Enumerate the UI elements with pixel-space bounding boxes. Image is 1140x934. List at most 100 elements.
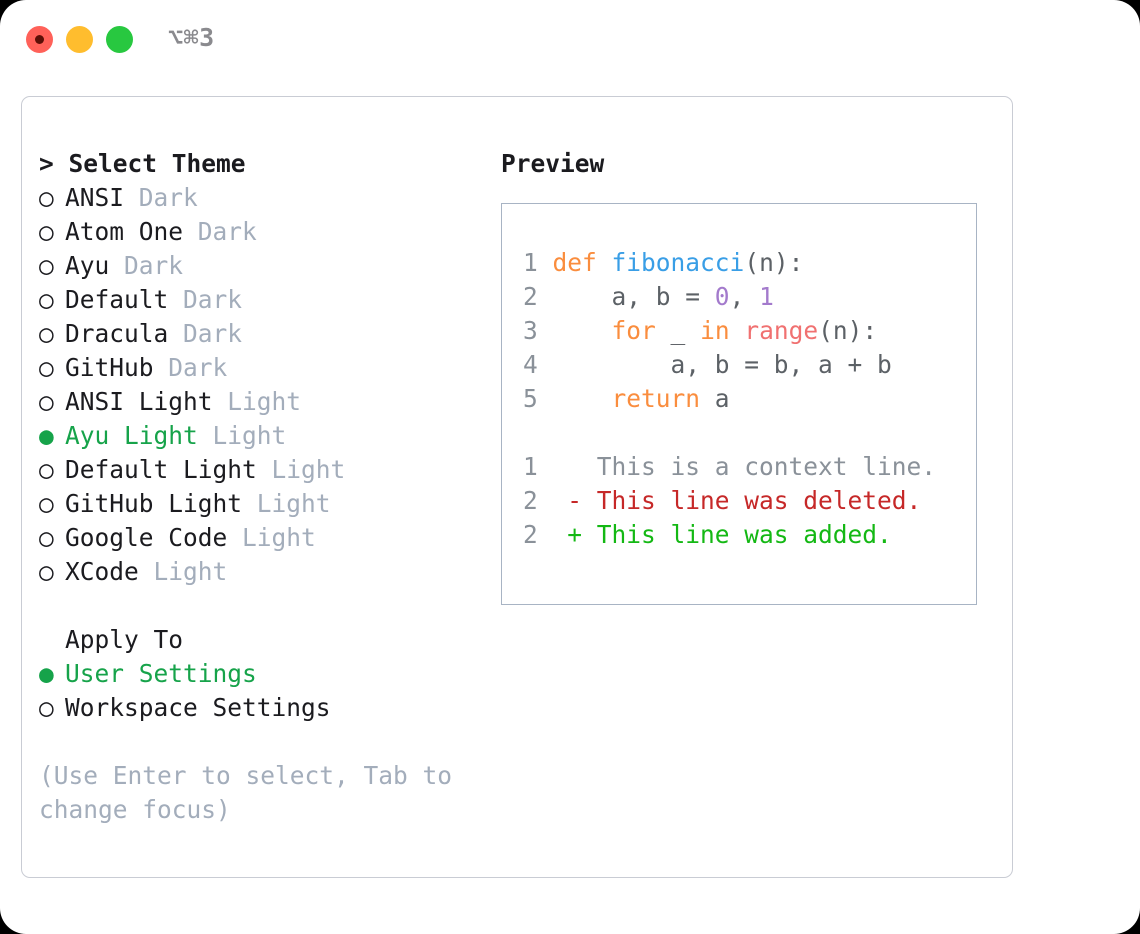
code-token: a, b =: [552, 282, 715, 311]
keyboard-shortcut-label: ⌥⌘3: [168, 23, 215, 52]
title-bar: ⌥⌘3: [0, 0, 1140, 78]
theme-variant-tag: Light: [197, 421, 287, 450]
code-token: [553, 384, 612, 413]
theme-variant-tag: Light: [242, 489, 331, 518]
theme-name: ANSI Light: [65, 387, 213, 416]
line-number: 5: [523, 384, 553, 413]
code-token: a: [700, 384, 730, 413]
apply-to-header: Apply To: [65, 625, 184, 654]
theme-item[interactable]: ○XCode Light: [39, 555, 489, 589]
theme-variant-tag: Light: [256, 455, 346, 484]
code-line: 2 a, b = 0, 1: [523, 280, 963, 314]
radio-unselected-icon: ○: [39, 455, 54, 484]
radio-unselected-icon: ○: [39, 285, 54, 314]
line-number: 3: [523, 316, 553, 345]
code-token: _: [655, 316, 701, 345]
theme-variant-tag: Light: [212, 387, 302, 416]
radio-unselected-icon: ○: [39, 523, 54, 552]
diff-line: 1 This is a context line.: [523, 450, 963, 484]
theme-variant-tag: Dark: [168, 285, 243, 314]
code-token: [553, 316, 612, 345]
theme-item[interactable]: ○ ANSI Dark: [39, 181, 489, 215]
code-token: ,: [729, 282, 760, 311]
theme-item[interactable]: ○Google Code Light: [39, 521, 489, 555]
theme-selector-panel: > Select Theme ○ANSI Dark○Atom One Dark○…: [39, 147, 489, 827]
code-token: 1: [759, 282, 774, 311]
radio-unselected-icon: ○: [39, 557, 54, 586]
close-button[interactable]: [26, 26, 53, 53]
code-token: a, b = b, a + b: [552, 350, 892, 379]
theme-item[interactable]: ○ Dracula Dark: [39, 317, 489, 351]
theme-name: Default Light: [65, 455, 257, 484]
theme-item[interactable]: ● Ayu Light Light: [39, 419, 489, 453]
theme-name: GitHub Light: [65, 489, 243, 518]
theme-item[interactable]: ○ Default Dark: [39, 283, 489, 317]
code-token: return: [611, 384, 701, 413]
theme-name: Atom One: [65, 217, 184, 246]
maximize-button[interactable]: [106, 26, 133, 53]
code-token: def: [552, 248, 597, 277]
diff-text: This is a context line.: [552, 452, 937, 481]
diff-text: - This line was deleted.: [552, 486, 922, 515]
diff-block: 1 This is a context line.2 - This line w…: [523, 450, 963, 552]
select-theme-header: > Select Theme: [39, 149, 246, 178]
theme-item[interactable]: ○GitHub Dark: [39, 351, 489, 385]
diff-text: + This line was added.: [552, 520, 892, 549]
radio-unselected-icon: ○: [39, 489, 54, 518]
apply-to-label: User Settings: [65, 659, 257, 688]
theme-variant-tag: Dark: [168, 319, 243, 348]
line-number: 4: [523, 350, 553, 379]
line-number: 2: [523, 282, 553, 311]
theme-item[interactable]: ○ ANSI Light Light: [39, 385, 489, 419]
hint-spacer: [39, 725, 489, 759]
theme-name: Ayu: [65, 251, 110, 280]
theme-variant-tag: Dark: [183, 217, 257, 246]
radio-unselected-icon: ○: [39, 387, 54, 416]
diff-line: 2 + This line was added.: [523, 518, 963, 552]
code-token: for: [611, 316, 656, 345]
theme-variant-tag: Dark: [153, 353, 228, 382]
radio-selected-icon: ●: [39, 659, 54, 688]
radio-unselected-icon: ○: [39, 693, 54, 722]
code-line: 3 for _ in range(n):: [523, 314, 963, 348]
theme-item[interactable]: ○ GitHub Light Light: [39, 487, 489, 521]
theme-name: ANSI: [65, 183, 125, 212]
theme-name: Dracula: [65, 319, 169, 348]
apply-to-label: Workspace Settings: [65, 693, 331, 722]
code-token: fibonacci: [611, 248, 745, 277]
radio-unselected-icon: ○: [39, 353, 54, 382]
code-token: in: [700, 316, 730, 345]
apply-to-item[interactable]: ○ Workspace Settings: [39, 691, 489, 725]
theme-name: Default: [65, 285, 169, 314]
line-number: 1: [523, 248, 553, 277]
line-number: 2: [523, 486, 553, 515]
minimize-button[interactable]: [66, 26, 93, 53]
code-token: [597, 248, 612, 277]
theme-item[interactable]: ○Atom One Dark: [39, 215, 489, 249]
keyboard-hint-text: (Use Enter to select, Tab to change focu…: [39, 761, 453, 824]
preview-label: Preview: [501, 149, 605, 178]
code-token: 0: [714, 282, 730, 311]
radio-unselected-icon: ○: [39, 251, 54, 280]
theme-variant-tag: Light: [138, 557, 228, 586]
theme-item[interactable]: ○ Ayu Dark: [39, 249, 489, 283]
theme-item[interactable]: ○ Default Light Light: [39, 453, 489, 487]
code-line: 4 a, b = b, a + b: [523, 348, 963, 382]
apply-to-item[interactable]: ● User Settings: [39, 657, 489, 691]
theme-variant-tag: Dark: [124, 183, 198, 212]
radio-unselected-icon: ○: [39, 183, 54, 212]
theme-name: Ayu Light: [65, 421, 198, 450]
code-line: 1 def fibonacci(n):: [523, 246, 963, 280]
radio-unselected-icon: ○: [39, 319, 54, 348]
theme-variant-tag: Dark: [109, 251, 184, 280]
line-number: 2: [523, 520, 553, 549]
code-token: range: [744, 316, 819, 345]
theme-picker-dialog: > Select Theme ○ANSI Dark○Atom One Dark○…: [21, 96, 1013, 878]
theme-list: ○ANSI Dark○Atom One Dark○Ayu Dark○Defaul…: [39, 181, 489, 589]
code-token: (n):: [818, 316, 878, 345]
radio-selected-icon: ●: [39, 421, 54, 450]
